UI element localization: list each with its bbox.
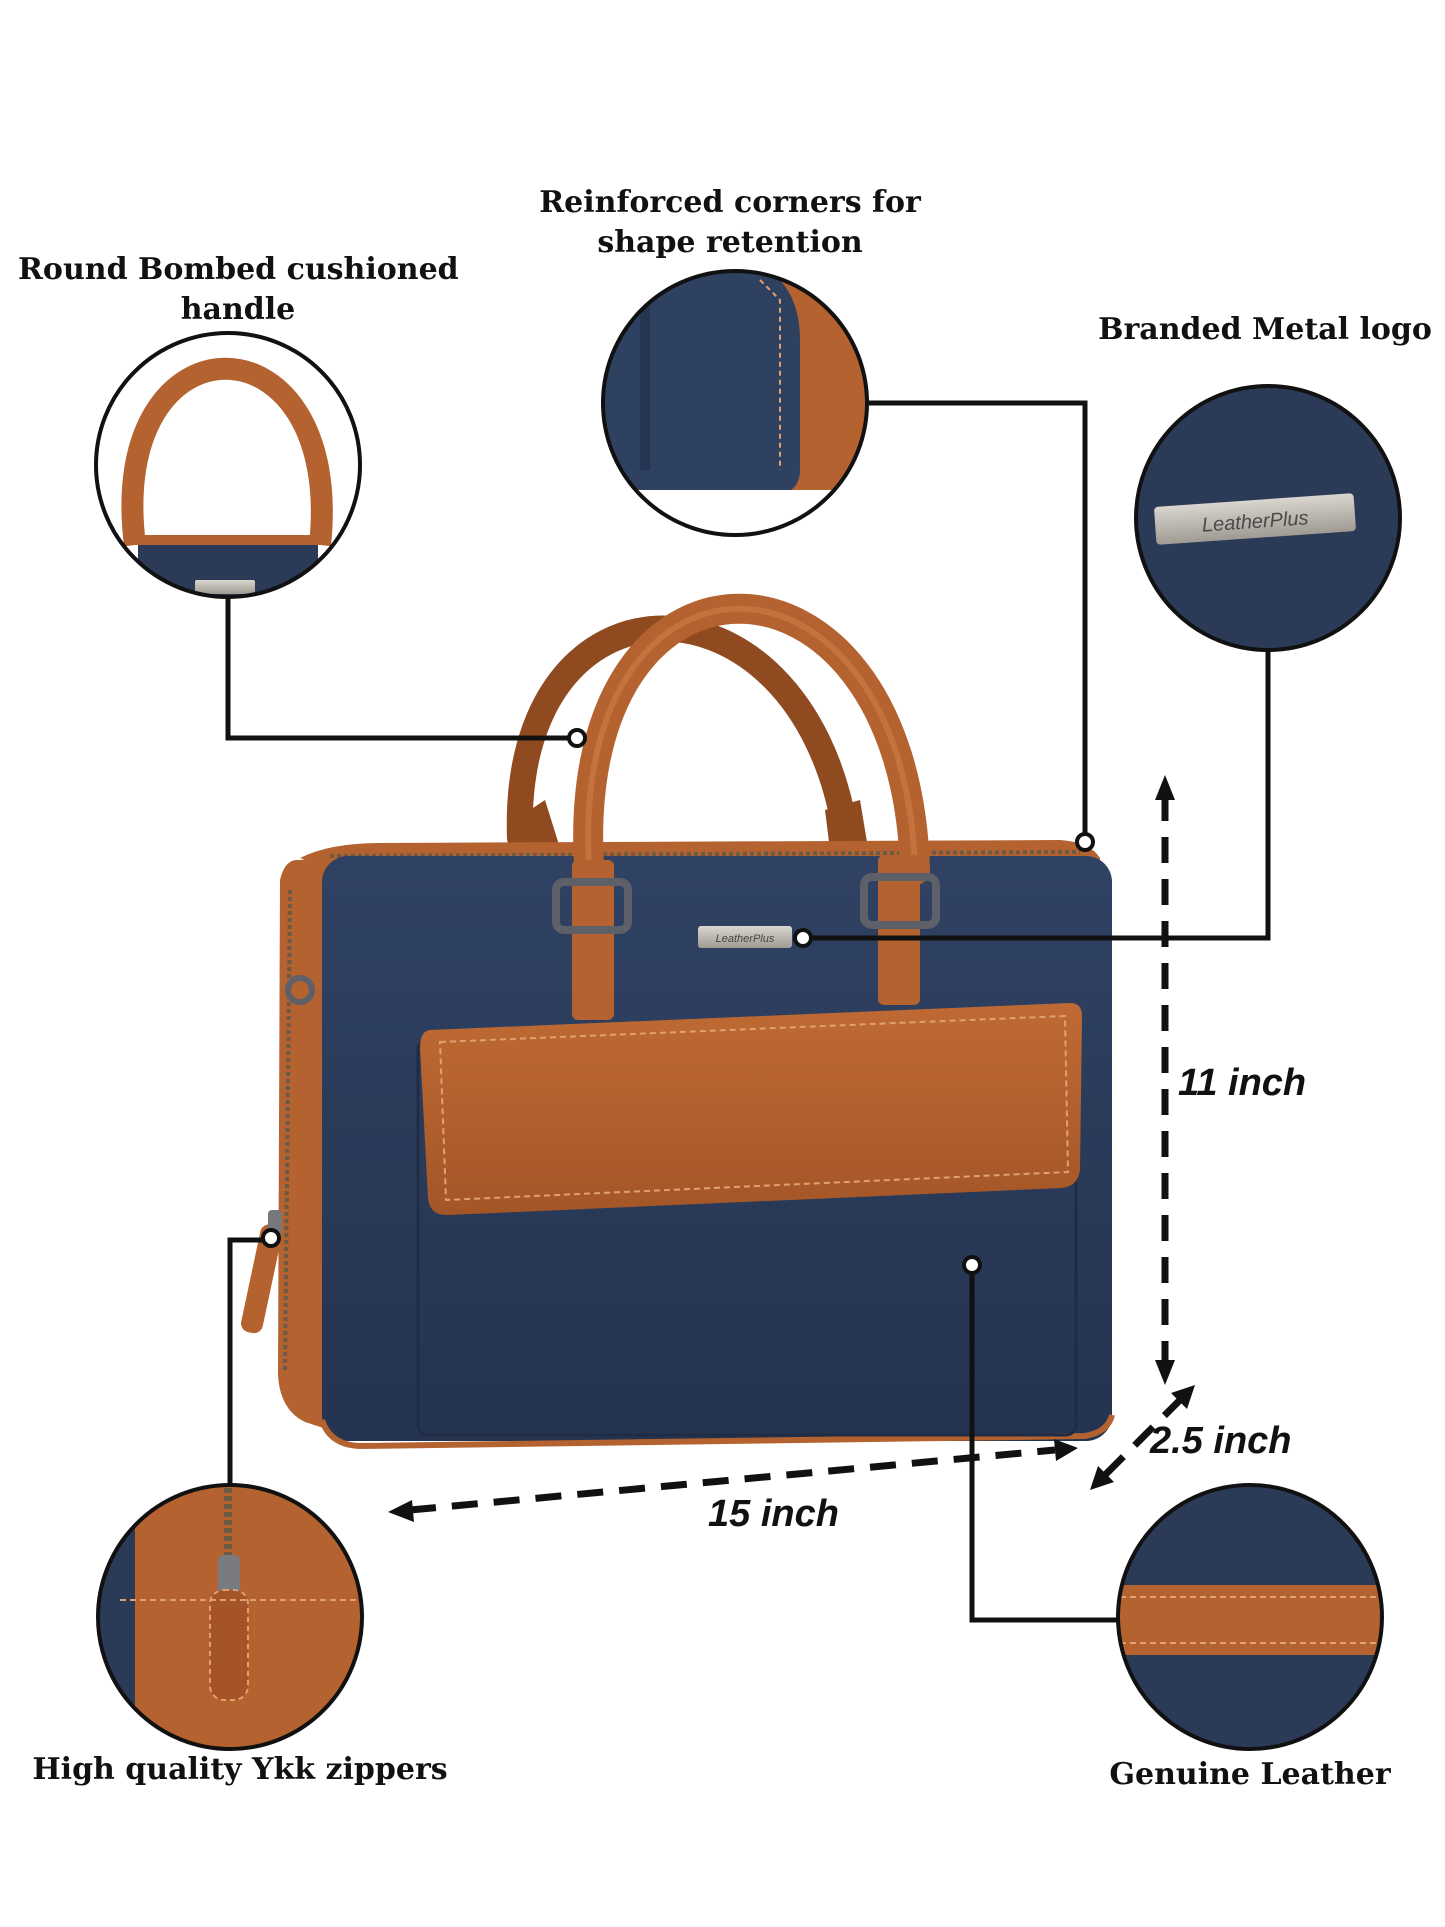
callout-dots [261,728,1095,1275]
buckle-left [552,878,632,934]
zipper-detail-circle [96,1483,364,1751]
depth-dimension-label: 2.5 inch [1150,1420,1292,1462]
corners-feature-label: Reinforced corners for shape retention [520,183,940,263]
height-dimension-label: 11 inch [1178,1062,1307,1104]
handle-label-line1: Round Bombed cushioned [18,252,459,287]
dimension-arrows [409,795,1183,1514]
logo-feature-label: Branded Metal logo [1098,312,1432,347]
handle-detail-circle [94,331,362,599]
leather-detail-circle [1116,1483,1384,1751]
briefcase-image: LeatherPlus [241,593,1115,1450]
buckle-right [860,873,940,929]
logo-detail-circle: LeatherPlus [1134,384,1402,652]
leather-feature-label: Genuine Leather [1109,1757,1391,1792]
handle-feature-label: Round Bombed cushioned handle [18,250,459,330]
width-dimension-label: 15 inch [708,1493,839,1535]
corners-label-line1: Reinforced corners for [539,185,921,220]
handle-label-line2: handle [180,292,296,327]
corners-label-line2: shape retention [597,225,863,260]
zippers-feature-label: High quality Ykk zippers [32,1752,448,1787]
arrow-heads [388,775,1195,1522]
corners-detail-circle [601,269,869,537]
bag-logo-plate [698,926,792,948]
logo-plate-closeup [1154,493,1356,545]
svg-text:LeatherPlus: LeatherPlus [716,933,775,945]
callout-lines [225,400,1271,1623]
front-flap [420,1003,1082,1216]
